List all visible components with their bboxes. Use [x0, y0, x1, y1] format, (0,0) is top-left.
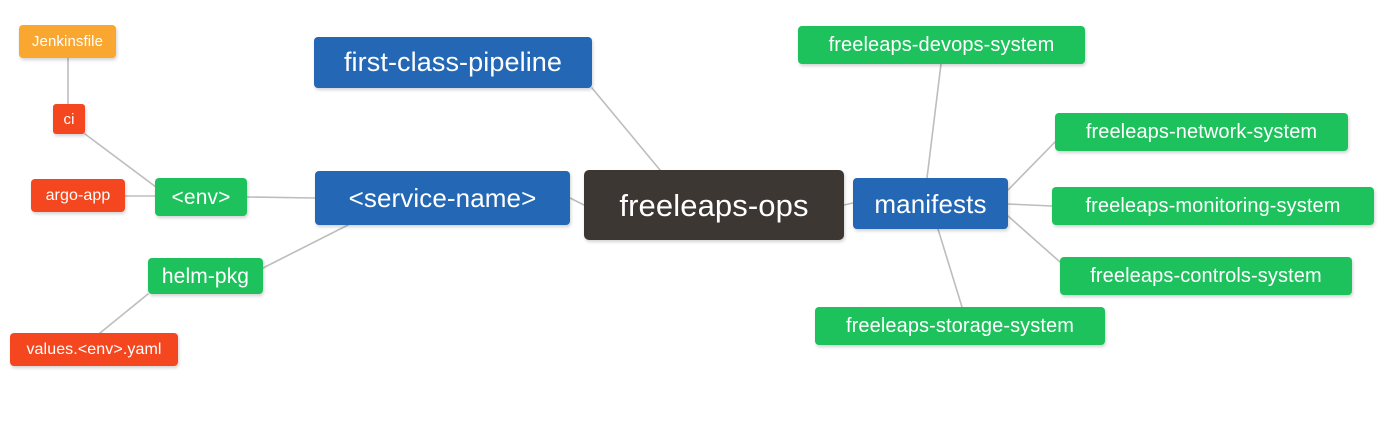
node-argo-app[interactable]: argo-app [31, 179, 125, 212]
node-network-system[interactable]: freeleaps-network-system [1055, 113, 1348, 151]
node-devops-system[interactable]: freeleaps-devops-system [798, 26, 1085, 64]
node-storage-system[interactable]: freeleaps-storage-system [815, 307, 1105, 345]
node-label-monitoring-system: freeleaps-monitoring-system [1085, 195, 1341, 217]
node-jenkinsfile[interactable]: Jenkinsfile [19, 25, 116, 58]
node-label-argo-app: argo-app [45, 186, 111, 204]
node-root[interactable]: freeleaps-ops [584, 170, 844, 240]
edge-root-to-first-class-pipeline [591, 87, 661, 171]
edge-manifests-to-storage-system [937, 228, 963, 308]
node-label-values-yaml: values.<env>.yaml [26, 340, 162, 358]
node-label-jenkinsfile: Jenkinsfile [31, 33, 104, 50]
edge-manifests-to-devops-system [926, 63, 942, 179]
node-label-ci: ci [63, 110, 75, 128]
edge-root-to-service-name [569, 197, 585, 206]
node-label-env: <env> [171, 185, 231, 209]
node-label-first-class-pipeline: first-class-pipeline [343, 47, 563, 77]
edge-manifests-to-network-system [1007, 141, 1056, 191]
node-label-storage-system: freeleaps-storage-system [845, 315, 1075, 337]
edge-helm-pkg-to-values-yaml [99, 293, 149, 334]
node-helm-pkg[interactable]: helm-pkg [148, 258, 263, 294]
node-label-helm-pkg: helm-pkg [161, 264, 250, 288]
node-ci[interactable]: ci [53, 104, 85, 134]
node-env[interactable]: <env> [155, 178, 247, 216]
node-controls-system[interactable]: freeleaps-controls-system [1060, 257, 1352, 295]
node-label-root: freeleaps-ops [619, 187, 809, 223]
node-manifests[interactable]: manifests [853, 178, 1008, 229]
node-label-manifests: manifests [874, 188, 987, 219]
edge-manifests-to-monitoring-system [1007, 203, 1053, 207]
edge-service-name-to-env [246, 196, 316, 199]
edge-service-name-to-helm-pkg [262, 224, 349, 269]
node-label-devops-system: freeleaps-devops-system [828, 34, 1055, 56]
node-label-controls-system: freeleaps-controls-system [1090, 265, 1322, 287]
node-values-yaml[interactable]: values.<env>.yaml [10, 333, 178, 366]
node-label-network-system: freeleaps-network-system [1085, 121, 1318, 143]
node-first-class-pipeline[interactable]: first-class-pipeline [314, 37, 592, 88]
edge-root-to-manifests [843, 202, 854, 206]
node-service-name[interactable]: <service-name> [315, 171, 570, 225]
node-monitoring-system[interactable]: freeleaps-monitoring-system [1052, 187, 1374, 225]
node-label-service-name: <service-name> [348, 183, 537, 213]
